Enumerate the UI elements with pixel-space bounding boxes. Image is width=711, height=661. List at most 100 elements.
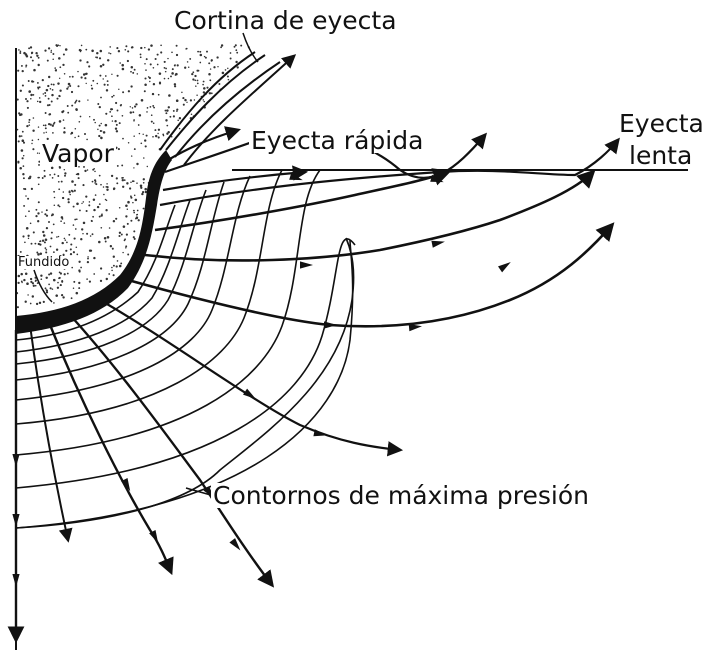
vapor-dot (77, 85, 80, 88)
vapor-dot (101, 213, 103, 215)
vapor-dot (46, 137, 49, 141)
vapor-dot (175, 99, 179, 102)
vapor-dot (108, 52, 110, 54)
vapor-dot (58, 271, 61, 274)
vapor-dot (126, 182, 129, 185)
vapor-dot (121, 67, 125, 71)
vapor-dot (27, 234, 30, 237)
vapor-dot (133, 68, 136, 71)
vapor-dot (156, 53, 159, 56)
vapor-dot (172, 115, 175, 118)
vapor-dot (83, 132, 87, 136)
vapor-dot (197, 50, 200, 53)
fast-ejecta-label: Eyecta rápida (249, 126, 426, 155)
vapor-dot (192, 71, 195, 74)
vapor-dot (74, 228, 77, 230)
vapor-dot (47, 122, 51, 126)
vapor-dot (51, 177, 54, 179)
vapor-dot (133, 148, 136, 151)
vapor-dot (134, 198, 138, 202)
vapor-dot (173, 85, 177, 88)
vapor-dot (60, 216, 64, 219)
vapor-dot (157, 128, 161, 131)
vapor-dot (154, 129, 157, 132)
vapor-dot (34, 242, 37, 245)
vapor-dot (117, 148, 120, 151)
vapor-dot (47, 97, 50, 100)
vapor-dot (16, 98, 19, 101)
vapor-dot (109, 111, 112, 113)
vapor-dot (120, 233, 123, 236)
vapor-dot (96, 56, 99, 59)
vapor-dot (150, 114, 153, 117)
vapor-dot (130, 70, 132, 73)
vapor-dot (208, 73, 211, 76)
vapor-dot (20, 64, 23, 67)
vapor-dot (74, 218, 77, 221)
vapor-dot (88, 204, 91, 207)
vapor-dot (22, 141, 26, 144)
vapor-dot (130, 195, 132, 198)
vapor-dot (49, 287, 52, 290)
vapor-dot (27, 237, 30, 240)
vapor-dot (224, 69, 227, 71)
vapor-dot (74, 136, 76, 139)
vapor-dot (32, 94, 35, 96)
vapor-dot (72, 224, 75, 226)
vapor-dot (25, 54, 29, 58)
vapor-dot (78, 100, 81, 103)
pressure-contour (15, 204, 176, 341)
vapor-dot (46, 59, 49, 62)
vapor-dot (193, 99, 196, 101)
vapor-dot (229, 52, 232, 54)
vapor-dot (38, 163, 40, 166)
vapor-dot (37, 183, 40, 186)
vapor-dot (60, 220, 62, 223)
vapor-dot (99, 279, 103, 283)
vapor-dot (98, 240, 101, 244)
vapor-dot (130, 219, 133, 222)
vapor-dot (70, 243, 73, 246)
vapor-dot (136, 209, 139, 212)
vapor-dot (189, 57, 192, 60)
vapor-dot (108, 227, 111, 229)
vapor-dot (112, 264, 115, 267)
vapor-dot (98, 215, 101, 218)
vapor-dot (102, 63, 105, 66)
vapor-dot (37, 220, 40, 223)
vapor-dot (36, 251, 39, 254)
vapor-dot (35, 214, 38, 218)
ejecta-trajectory (46, 319, 174, 576)
vapor-dot (210, 92, 213, 95)
vapor-dot (140, 99, 144, 102)
vapor-dot (206, 86, 209, 89)
vapor-dot (69, 252, 73, 256)
vapor-dot (19, 50, 22, 53)
vapor-dot (78, 281, 81, 285)
vapor-dot (109, 52, 112, 55)
vapor-dot (68, 190, 71, 193)
vapor-dot (109, 245, 112, 247)
vapor-dot (57, 204, 60, 207)
vapor-dot (29, 302, 32, 305)
vapor-dot (165, 119, 168, 122)
vapor-dot (71, 104, 74, 107)
vapor-dot (27, 80, 30, 82)
vapor-dot (130, 65, 134, 69)
vapor-dot (93, 256, 96, 260)
vapor-dot (189, 99, 193, 102)
vapor-dot (67, 198, 70, 201)
vapor-dot (33, 68, 36, 72)
vapor-dot (152, 135, 154, 138)
flow-arrowhead (243, 388, 256, 399)
vapor-dot (129, 106, 131, 108)
vapor-dot (122, 225, 126, 228)
vapor-dot (196, 94, 198, 97)
vapor-dot (35, 208, 38, 211)
vapor-dot (73, 280, 76, 283)
vapor-dot (61, 280, 64, 282)
flow-arrowhead (12, 514, 20, 527)
vapor-dot (50, 51, 53, 53)
vapor-dot (27, 294, 29, 296)
vapor-dot (100, 122, 102, 125)
